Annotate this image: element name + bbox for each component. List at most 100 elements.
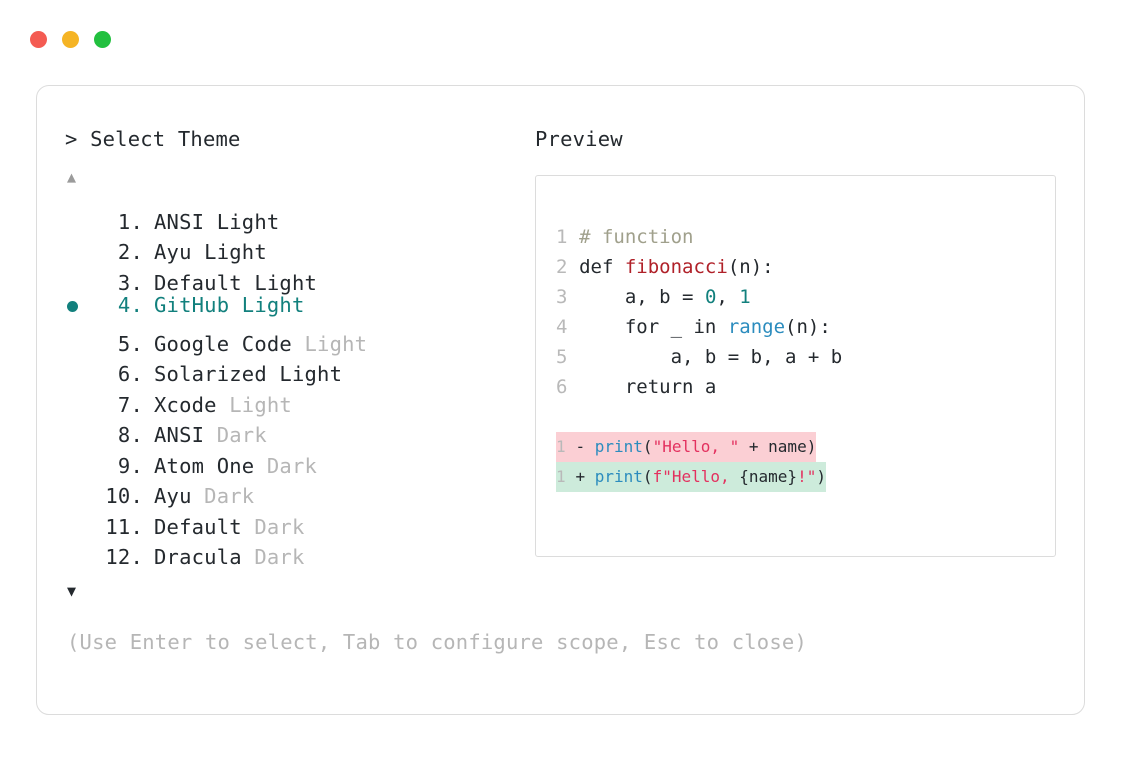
selection-bullet-slot: [65, 503, 95, 534]
theme-item-index: 7.: [117, 392, 143, 417]
theme-list-item[interactable]: 1.ANSI Light: [65, 198, 535, 234]
code-token: def: [579, 256, 625, 278]
theme-item-name: Xcode: [154, 392, 217, 417]
theme-item-name: Default: [154, 514, 242, 539]
theme-item-name: Solarized: [154, 362, 267, 386]
theme-item-name: ANSI: [154, 423, 205, 447]
theme-list-item[interactable]: 4. GitHub Light: [65, 290, 535, 321]
code-token: !": [797, 467, 817, 486]
code-gutter-space: [568, 316, 579, 338]
theme-list-item[interactable]: 7.Xcode Light: [65, 381, 535, 417]
selection-bullet-slot: [65, 320, 95, 351]
code-token: return a: [579, 376, 717, 398]
theme-item-index: 9.: [117, 453, 143, 478]
theme-item-name: GitHub: [154, 292, 230, 317]
code-token: ,: [716, 286, 740, 308]
code-token: f"Hello,: [652, 467, 740, 486]
scroll-up-icon[interactable]: ▲: [67, 168, 77, 186]
line-number: 2: [556, 256, 568, 278]
code-line: 6 return a: [556, 372, 1055, 402]
theme-item-variant: Dark: [191, 484, 255, 508]
code-gutter-space: [568, 376, 579, 398]
scroll-down-icon[interactable]: ▼: [67, 582, 77, 600]
code-token: "Hello, ": [652, 437, 740, 456]
selection-bullet-slot: [65, 229, 95, 260]
theme-item-variant: Dark: [241, 545, 305, 569]
selection-bullet-slot: [65, 442, 95, 473]
code-token: # function: [579, 226, 694, 248]
diff-line-wrapper: 1 + print(f"Hello, {name}!"): [536, 462, 1055, 492]
selection-bullet-slot: [65, 259, 95, 290]
keyboard-hint: (Use Enter to select, Tab to configure s…: [67, 630, 807, 654]
theme-item-index: 11.: [105, 514, 143, 539]
maximize-button[interactable]: [94, 31, 111, 48]
code-token: a, b = b, a + b: [579, 346, 843, 368]
code-token: print: [594, 467, 643, 486]
code-line: 2 def fibonacci(n):: [556, 252, 1055, 282]
code-token: ): [816, 467, 826, 486]
theme-list-item[interactable]: 2.Ayu Light: [65, 229, 535, 264]
code-token: (: [642, 467, 653, 486]
diff-line-number: 1: [556, 437, 566, 456]
selection-bullet-slot: [65, 534, 95, 565]
theme-list-item[interactable]: 11.Default Dark: [65, 503, 535, 539]
theme-item-index: 3.: [117, 270, 143, 295]
theme-item-index: 12.: [105, 545, 143, 569]
code-token: {name}: [739, 467, 798, 486]
theme-list-item[interactable]: 10.Ayu Dark: [65, 473, 535, 508]
line-number: 6: [556, 376, 568, 398]
theme-item-index: 4.: [117, 292, 143, 317]
code-token: fibonacci: [624, 256, 728, 278]
theme-item-variant: Light: [191, 240, 267, 264]
code-token: (n):: [785, 316, 831, 338]
code-line: 1 # function: [556, 222, 1055, 252]
theme-item-name: Ayu: [154, 240, 192, 264]
selection-bullet-slot: [65, 198, 95, 229]
theme-list-item[interactable]: 5.Google Code Light: [65, 320, 535, 356]
window-traffic-lights: [30, 31, 111, 48]
close-button[interactable]: [30, 31, 47, 48]
theme-item-variant: Dark: [204, 423, 267, 447]
diff-line-number: 1: [556, 467, 566, 486]
line-number: 5: [556, 346, 568, 368]
diff-sign: +: [565, 467, 595, 486]
selected-bullet-icon: [67, 300, 78, 312]
theme-list-item[interactable]: 9. Atom One Dark: [65, 442, 535, 478]
code-token: + name): [739, 437, 817, 456]
theme-list-item[interactable]: 8.ANSI Dark: [65, 412, 535, 447]
theme-item-index: 1.: [117, 209, 143, 234]
code-gutter-space: [568, 256, 579, 278]
code-line: 3 a, b = 0, 1: [556, 282, 1055, 312]
code-token: (n):: [727, 256, 774, 278]
diff-line-wrapper: 1 - print("Hello, " + name): [536, 432, 1055, 462]
theme-item-name: Atom One: [154, 453, 255, 478]
theme-list-item[interactable]: 12. Dracula Dark: [65, 534, 535, 569]
select-theme-prompt: > Select Theme: [65, 127, 241, 151]
code-token: (: [642, 437, 653, 456]
theme-item-index: 5.: [117, 331, 143, 356]
theme-item-name: Dracula: [154, 545, 242, 569]
theme-list-item[interactable]: 3.Default Light: [65, 259, 535, 295]
selection-bullet-slot: [65, 351, 95, 382]
theme-item-name: Default: [154, 270, 242, 295]
line-number: 1: [556, 226, 568, 248]
diff-removed-line: 1 - print("Hello, " + name): [556, 432, 817, 462]
theme-item-variant: Light: [229, 292, 305, 317]
minimize-button[interactable]: [62, 31, 79, 48]
preview-title: Preview: [535, 127, 623, 151]
theme-list-item[interactable]: 6.Solarized Light: [65, 351, 535, 386]
diff-added-line: 1 + print(f"Hello, {name}!"): [556, 462, 826, 492]
diff-sample: 1 - print("Hello, " + name)1 + print(f"H…: [536, 432, 1055, 492]
code-gutter-space: [568, 286, 579, 308]
code-gutter-space: [568, 226, 579, 248]
selection-bullet-slot: [65, 473, 95, 504]
line-number: 4: [556, 316, 568, 338]
theme-item-name: ANSI: [154, 209, 205, 234]
code-token: range: [727, 316, 786, 338]
theme-item-variant: Light: [266, 362, 343, 386]
theme-item-variant: Dark: [254, 453, 318, 478]
line-number: 3: [556, 286, 568, 308]
